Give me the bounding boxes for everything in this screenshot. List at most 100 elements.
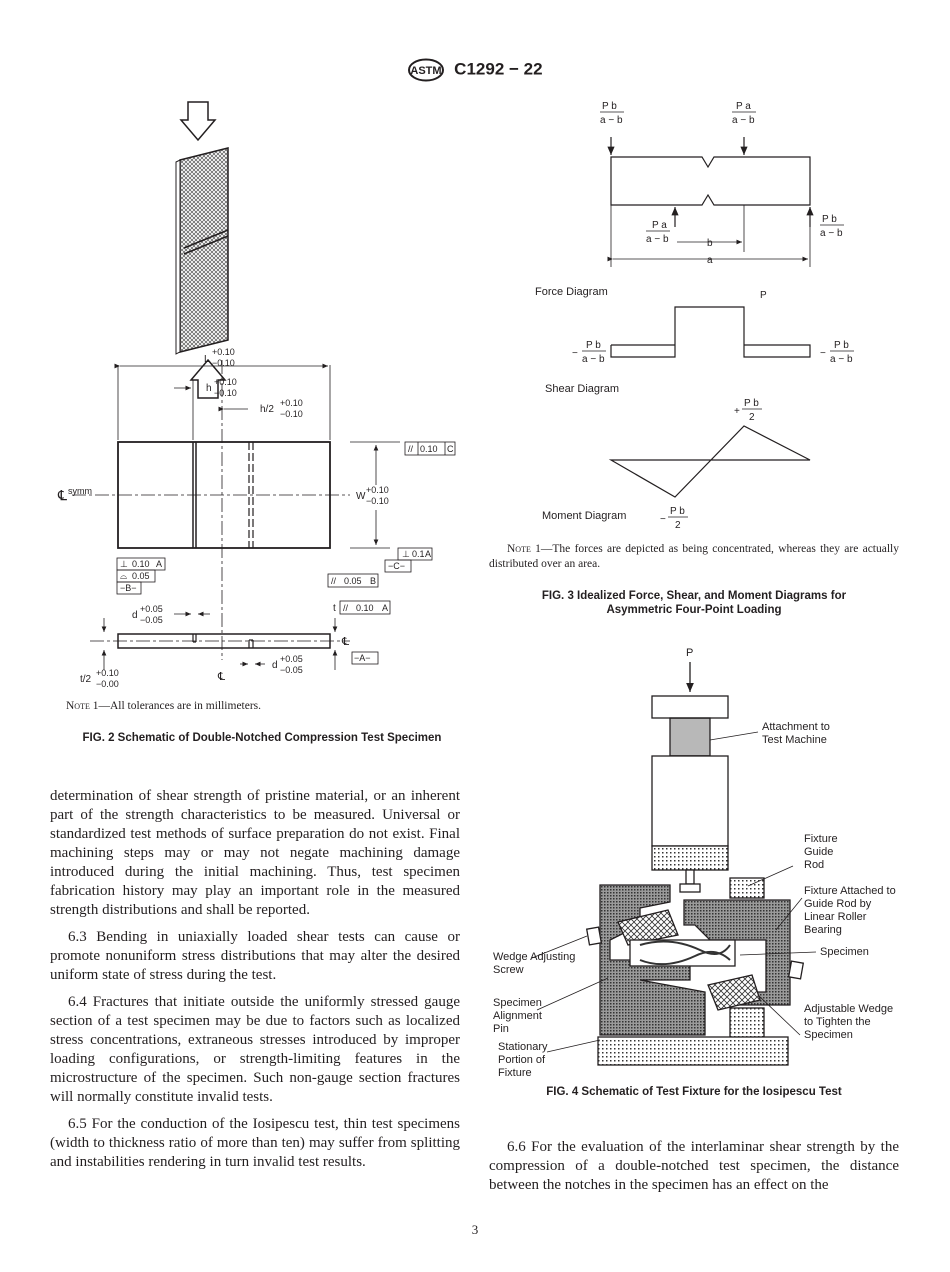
svg-text:Wedge Adjusting: Wedge Adjusting xyxy=(493,951,575,963)
label-L: L xyxy=(204,354,210,365)
svg-text:Adjustable Wedge: Adjustable Wedge xyxy=(804,1003,893,1015)
logo-text: ASTM xyxy=(411,65,442,77)
svg-text:−C−: −C− xyxy=(388,561,405,571)
beam-specimen xyxy=(610,156,811,206)
label-shear-diagram: Shear Diagram xyxy=(545,383,619,395)
svg-text:⊥: ⊥ xyxy=(402,549,410,559)
svg-text:Guide: Guide xyxy=(804,846,833,858)
svg-text:Linear Roller: Linear Roller xyxy=(804,911,867,923)
svg-text:a − b: a − b xyxy=(582,354,605,365)
svg-text:Specimen: Specimen xyxy=(493,997,542,1009)
shear-diagram-plot xyxy=(610,306,811,358)
machine-attachment-plate xyxy=(651,695,729,719)
svg-text:+0.05: +0.05 xyxy=(140,604,163,614)
svg-text:Specimen: Specimen xyxy=(820,946,869,958)
svg-text:−0.05: −0.05 xyxy=(280,665,303,675)
svg-text:A: A xyxy=(382,603,388,613)
paragraph-6-5: 6.5 For the conduction of the Iosipescu … xyxy=(50,1116,460,1170)
svg-text:+0.10: +0.10 xyxy=(280,398,303,408)
svg-text:P b: P b xyxy=(602,101,617,112)
specimen-side-view xyxy=(90,600,391,670)
svg-text:Portion of: Portion of xyxy=(498,1054,546,1066)
label-t2: t/2 xyxy=(80,674,92,685)
body-text-left: determination of shear strength of prist… xyxy=(50,787,460,1180)
svg-text:0.10: 0.10 xyxy=(132,559,150,569)
label-b: b xyxy=(707,238,713,249)
svg-text:a − b: a − b xyxy=(820,228,843,239)
svg-text:−0.10: −0.10 xyxy=(214,388,237,398)
svg-text:B: B xyxy=(370,576,376,586)
label-moment-diagram: Moment Diagram xyxy=(542,510,626,522)
svg-text:Screw: Screw xyxy=(493,964,524,976)
svg-text:a − b: a − b xyxy=(732,115,755,126)
svg-text:P a: P a xyxy=(652,220,667,231)
svg-text:−B−: −B− xyxy=(120,583,137,593)
fig2-drawing: L +0.10 −0.10 h +0.10 −0.10 h/2 +0.10 −0… xyxy=(57,101,456,689)
svg-text:0.10: 0.10 xyxy=(420,444,438,454)
fig2-caption: FIG. 2 Schematic of Double-Notched Compr… xyxy=(82,732,442,744)
centerline-symbol: ℄ xyxy=(57,487,67,503)
svg-text:+: + xyxy=(734,406,740,417)
svg-text:Pin: Pin xyxy=(493,1023,509,1035)
svg-text:0.05: 0.05 xyxy=(132,571,150,581)
svg-text:P: P xyxy=(686,647,693,659)
paragraph: determination of shear strength of prist… xyxy=(50,788,460,918)
astm-logo-icon: ASTM xyxy=(408,58,445,82)
svg-text:−: − xyxy=(660,514,666,525)
fig3-drawing: P b a − b P a a − b P a a − b b a P b a … xyxy=(535,101,854,531)
svg-text:0.1: 0.1 xyxy=(412,549,425,559)
fig4-drawing: P Attachment to Test Machine Fixture Gui… xyxy=(493,647,896,1079)
svg-text:Specimen: Specimen xyxy=(804,1029,853,1041)
page-number: 3 xyxy=(471,1222,479,1237)
svg-text:Test Machine: Test Machine xyxy=(762,734,827,746)
fig3-caption: FIG. 3 Idealized Force, Shear, and Momen… xyxy=(541,590,847,616)
fig2-labels: L +0.10 −0.10 h +0.10 −0.10 h/2 +0.10 −0… xyxy=(57,347,454,689)
label-W: W xyxy=(356,491,366,502)
svg-text:a − b: a − b xyxy=(646,234,669,245)
svg-text:a − b: a − b xyxy=(600,115,623,126)
svg-text:2: 2 xyxy=(675,520,681,531)
svg-text:−0.00: −0.00 xyxy=(96,679,119,689)
svg-text://: // xyxy=(331,576,337,586)
label-h: h xyxy=(206,383,212,394)
document-designation: C1292 − 22 xyxy=(454,59,543,79)
svg-text:+0.10: +0.10 xyxy=(214,377,237,387)
page-header: ASTM C1292 − 22 xyxy=(0,58,950,82)
svg-text:Stationary: Stationary xyxy=(498,1041,548,1053)
svg-text:2: 2 xyxy=(749,412,755,423)
svg-text:P: P xyxy=(760,290,767,301)
svg-text://: // xyxy=(408,444,414,454)
svg-text:P b: P b xyxy=(834,340,849,351)
svg-text:0.05: 0.05 xyxy=(344,576,362,586)
svg-text:⊥: ⊥ xyxy=(120,559,128,569)
svg-text:Bearing: Bearing xyxy=(804,924,842,936)
svg-text:−: − xyxy=(572,348,578,359)
fig4-caption: FIG. 4 Schematic of Test Fixture for the… xyxy=(546,1086,842,1098)
fig2-note: Note 1—All tolerances are in millimeters… xyxy=(66,700,262,712)
svg-text:P a: P a xyxy=(736,101,751,112)
svg-text:−0.10: −0.10 xyxy=(366,496,389,506)
specimen-plan-view xyxy=(72,360,456,660)
svg-text:Fixture: Fixture xyxy=(498,1067,532,1079)
paragraph-6-4: 6.4 Fractures that initiate outside the … xyxy=(50,994,460,1105)
moment-diagram-plot xyxy=(608,425,811,498)
svg-text:−0.05: −0.05 xyxy=(140,615,163,625)
label-d-top: d xyxy=(132,610,138,621)
base-plate xyxy=(597,1036,789,1066)
svg-text:−0.10: −0.10 xyxy=(280,409,303,419)
svg-text:to Tighten the: to Tighten the xyxy=(804,1016,871,1028)
guide-rod-block xyxy=(651,755,729,847)
svg-text:Fixture Attached to: Fixture Attached to xyxy=(804,885,896,897)
svg-text:℄: ℄ xyxy=(217,671,225,683)
svg-text:a − b: a − b xyxy=(830,354,853,365)
svg-text:Rod: Rod xyxy=(804,859,824,871)
specimen-3d-view xyxy=(175,101,229,399)
label-h2: h/2 xyxy=(260,404,274,415)
svg-text:Guide Rod by: Guide Rod by xyxy=(804,898,872,910)
fig4-labels: P Attachment to Test Machine Fixture Gui… xyxy=(493,647,896,1079)
svg-text:−A−: −A− xyxy=(354,653,371,663)
fig3-note: Note 1—The forces are depicted as being … xyxy=(489,543,899,570)
svg-text:+0.05: +0.05 xyxy=(280,654,303,664)
svg-text:Fixture: Fixture xyxy=(804,833,838,845)
svg-text:0.10: 0.10 xyxy=(356,603,374,613)
